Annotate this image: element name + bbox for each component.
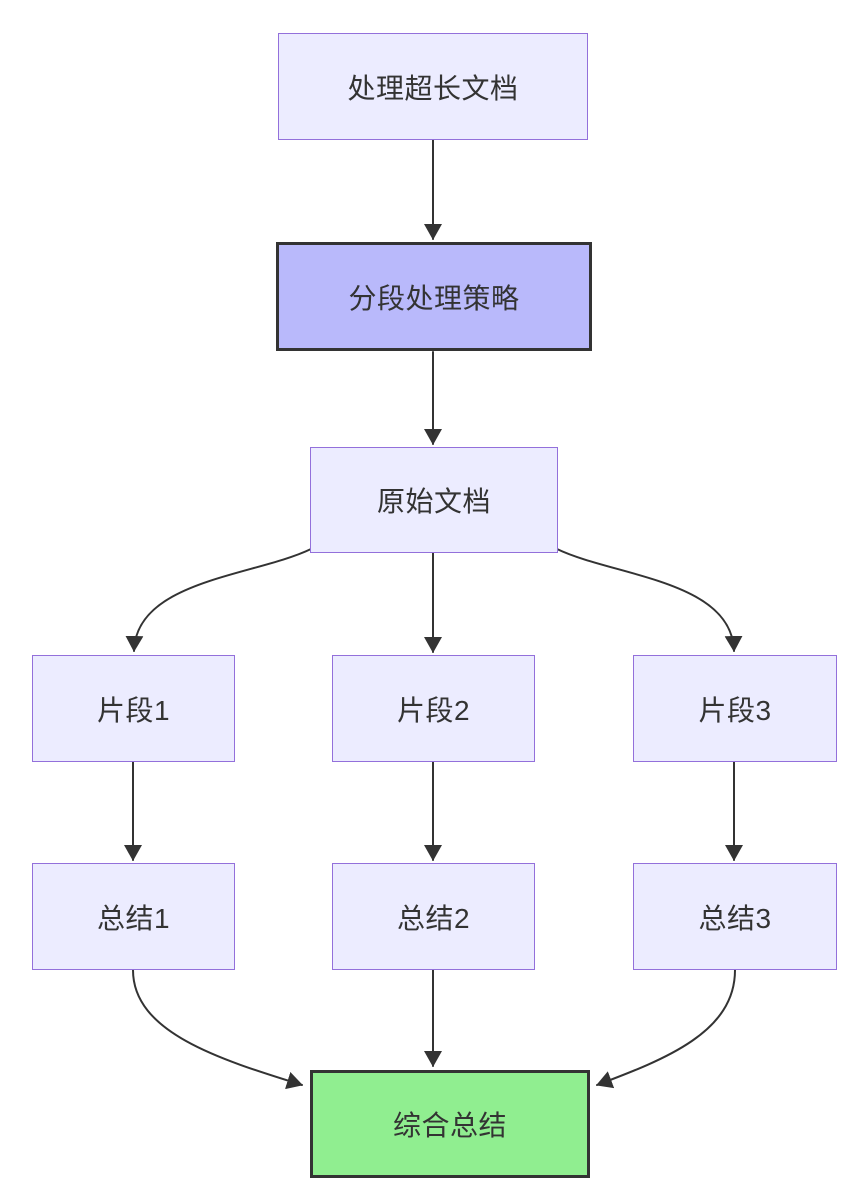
node-label: 片段3 bbox=[698, 694, 772, 726]
node-label: 总结3 bbox=[698, 902, 772, 934]
node-summary-1: 总结1 bbox=[32, 863, 235, 970]
node-label: 片段2 bbox=[396, 694, 471, 726]
edge-summary-3-to-final bbox=[596, 969, 736, 1089]
node-label: 处理超长文档 bbox=[347, 72, 519, 104]
node-fragment-1: 片段1 bbox=[32, 655, 235, 762]
node-label: 分段处理策略 bbox=[348, 282, 520, 314]
node-summary-2: 总结2 bbox=[332, 863, 535, 970]
node-label: 总结2 bbox=[396, 902, 471, 934]
node-summary-3: 总结3 bbox=[633, 863, 837, 970]
edge-summary-1-to-final bbox=[132, 969, 303, 1090]
node-fragment-2: 片段2 bbox=[332, 655, 535, 762]
edge-original-to-fragment-3 bbox=[556, 548, 743, 652]
node-process-long-doc: 处理超长文档 bbox=[278, 33, 588, 140]
node-label: 片段1 bbox=[96, 694, 171, 726]
node-original-document: 原始文档 bbox=[310, 447, 558, 553]
node-label: 原始文档 bbox=[376, 486, 491, 517]
edge-original-to-fragment-1 bbox=[125, 548, 312, 652]
node-label: 总结1 bbox=[96, 902, 171, 934]
node-segmentation-strategy: 分段处理策略 bbox=[276, 242, 592, 351]
node-final-summary: 综合总结 bbox=[310, 1070, 590, 1178]
node-label: 综合总结 bbox=[392, 1110, 507, 1141]
node-fragment-3: 片段3 bbox=[633, 655, 837, 762]
